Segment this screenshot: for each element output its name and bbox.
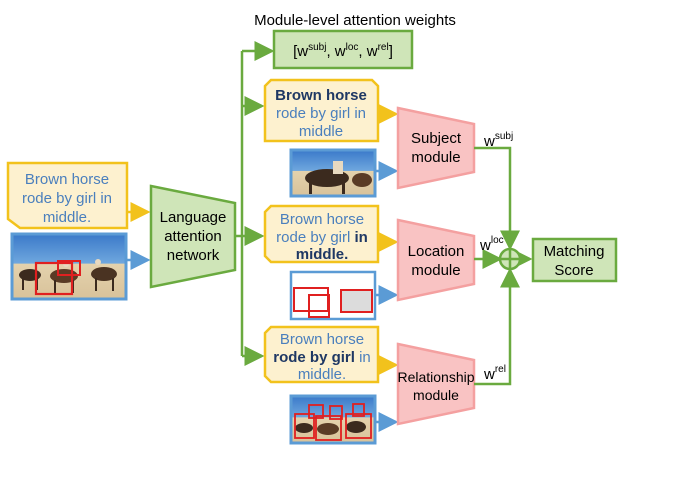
weight-label-rel: wrel <box>483 364 506 383</box>
location-query-line-1: Brown horse <box>280 211 364 228</box>
relationship-module-label-1: Relationship <box>397 369 474 385</box>
matching-score-box: Matching Score <box>531 237 618 283</box>
language-attention-network: Language attention network <box>149 184 237 289</box>
relationship-module-label-2: module <box>413 387 459 403</box>
subject-query-bold: Brown horse <box>275 87 367 104</box>
location-query-line-2: rode by girl in <box>276 229 368 246</box>
relationship-query-line-3: middle. <box>298 366 346 383</box>
subject-query-line-2: rode by girl in <box>276 105 366 122</box>
input-image <box>10 232 128 301</box>
weight-label-loc: wloc <box>479 235 504 254</box>
module-output-lines <box>474 146 533 386</box>
diagram-title: Module-level attention weights <box>254 12 456 29</box>
location-module: Location module <box>396 218 476 302</box>
location-boxes-image <box>289 270 377 321</box>
network-label-3: network <box>167 247 220 264</box>
weight-label-subj: wsubj <box>483 131 513 150</box>
subject-query-callout: Brown horse rode by girl in middle <box>263 78 380 143</box>
input-query-line-3: middle. <box>43 209 91 226</box>
network-label-1: Language <box>160 209 227 226</box>
subject-bbox <box>34 261 74 296</box>
weighted-sum-node <box>498 247 522 271</box>
input-query-line-2: rode by girl in <box>22 190 112 207</box>
input-query-line-1: Brown horse <box>25 171 109 188</box>
relationship-query-callout: Brown horse rode by girl in middle. <box>263 325 380 384</box>
relationship-module: Relationship module <box>396 342 476 426</box>
weights-box: [wsubj, wloc, wrel] <box>272 29 414 70</box>
input-query-callout: Brown horse rode by girl in middle. <box>6 161 129 230</box>
relationship-query-line-2: rode by girl in <box>273 349 371 366</box>
location-module-label-1: Location <box>408 243 465 260</box>
rider-bbox <box>57 260 81 276</box>
relationship-context-image <box>289 394 377 445</box>
network-routing-lines <box>235 41 275 366</box>
subject-module-label-2: module <box>411 149 460 166</box>
subject-module-label-1: Subject <box>411 130 462 147</box>
subject-crop-image <box>289 148 377 198</box>
subject-query-line-3: middle <box>299 123 343 140</box>
matching-score-label-1: Matching <box>544 243 605 260</box>
network-label-2: attention <box>164 228 222 245</box>
location-query-line-3: middle. <box>296 246 349 263</box>
location-module-label-2: module <box>411 262 460 279</box>
subject-module: Subject module <box>396 106 476 190</box>
matching-score-label-2: Score <box>554 262 593 279</box>
relationship-query-line-1: Brown horse <box>280 331 364 348</box>
location-query-callout: Brown horse rode by girl in middle. <box>263 204 380 264</box>
weights-vector-label: [wsubj, wloc, wrel] <box>293 42 393 60</box>
